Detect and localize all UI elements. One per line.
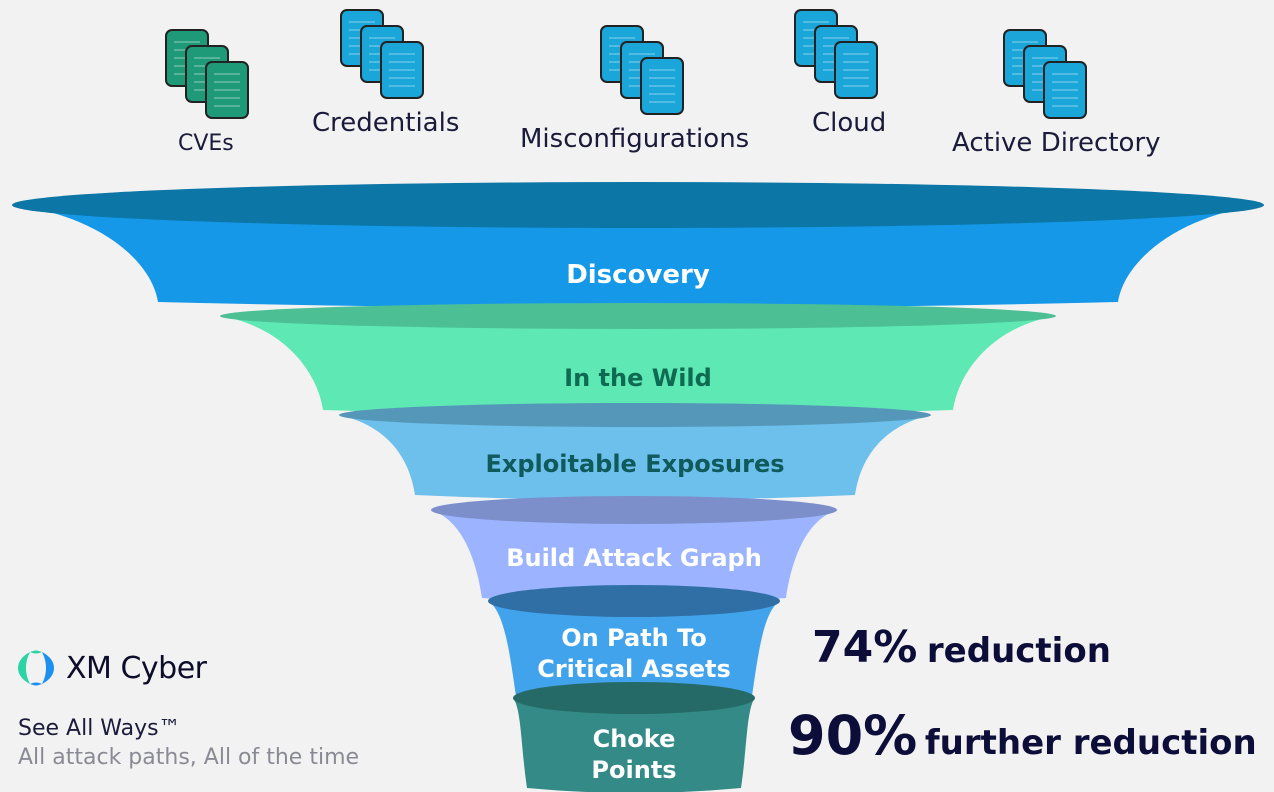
brand-subtagline: All attack paths, All of the time [18, 745, 360, 770]
stat-value: 74% [812, 622, 918, 673]
funnel-stage-label: Build Attack Graph [506, 544, 762, 572]
funnel-stage-rim [339, 403, 931, 427]
xm-cyber-logo-icon [18, 650, 54, 686]
document-stack-icon [340, 9, 424, 99]
source-label-cves: CVEs [178, 131, 234, 156]
funnel-stage-rim [220, 303, 1056, 329]
document-stack-icon [165, 29, 249, 119]
funnel-stage-body [339, 415, 931, 500]
funnel-stage: Discovery [12, 182, 1264, 308]
document-stack-icon [794, 9, 878, 99]
source-label-active-directory: Active Directory [952, 128, 1161, 158]
source-cloud [793, 8, 883, 104]
document-stack-icon [1003, 29, 1087, 119]
stat-text: reduction [926, 631, 1111, 671]
document-page [640, 57, 684, 115]
brand-tagline: See All Ways™ [18, 716, 181, 741]
document-page [205, 61, 249, 119]
funnel-stage-label: Exploitable Exposures [485, 450, 784, 478]
funnel-stage: Exploitable Exposures [339, 403, 931, 500]
stat-value: 90% [788, 704, 918, 767]
funnel-stage-rim [12, 182, 1264, 228]
document-page [1043, 61, 1087, 119]
source-cves [164, 28, 254, 124]
funnel-stage-body [220, 316, 1056, 415]
funnel-stage-body [488, 601, 780, 701]
stat-74-reduction: 74% reduction [812, 622, 1111, 673]
funnel-stage-body [513, 698, 755, 792]
source-label-misconfigurations: Misconfigurations [520, 124, 750, 154]
funnel-stage-body [12, 205, 1264, 308]
document-page [834, 41, 878, 99]
source-label-credentials: Credentials [312, 108, 460, 138]
document-stack-icon [600, 25, 684, 115]
funnel-stage-rim [513, 682, 755, 714]
source-credentials [339, 8, 429, 104]
funnel-stage-rim [431, 496, 837, 524]
document-page [380, 41, 424, 99]
stat-90-reduction: 90% further reduction [788, 704, 1257, 767]
funnel-stage: Build Attack Graph [431, 496, 837, 603]
funnel-stage-label: In the Wild [564, 364, 712, 392]
brand-logo: XM Cyber [16, 648, 207, 688]
brand-name: XM Cyber [66, 650, 207, 686]
source-misconfigurations [599, 24, 689, 120]
funnel-stage-label: Discovery [566, 260, 710, 290]
source-active-directory [1002, 28, 1092, 124]
funnel-stage-rim [488, 585, 780, 617]
funnel-stage: In the Wild [220, 303, 1056, 415]
funnel-stage-body [431, 510, 837, 603]
source-label-cloud: Cloud [812, 108, 887, 138]
stat-text: further reduction [924, 723, 1257, 763]
